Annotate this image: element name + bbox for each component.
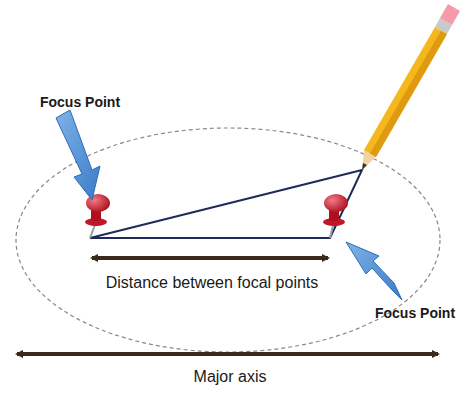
dimension-arrow (17, 352, 438, 356)
dimension-label: Distance between focal points (106, 274, 319, 292)
pencil (362, 4, 460, 170)
focus-label: Focus Point (40, 94, 120, 110)
push-pin (323, 194, 348, 238)
dimension-arrow (92, 256, 328, 260)
push-pin (85, 194, 110, 238)
string (90, 170, 362, 238)
pointer-arrow (346, 242, 402, 300)
dimension-label: Major axis (194, 368, 267, 386)
pointer-arrow (56, 110, 100, 200)
focus-label: Focus Point (375, 305, 455, 321)
